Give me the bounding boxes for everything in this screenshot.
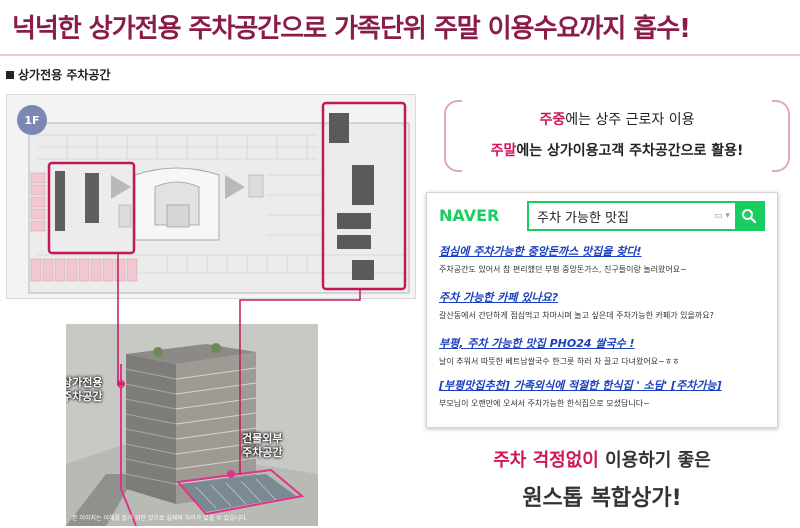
search-icon — [742, 209, 757, 224]
callout-outdoor-line2: 주차공간 — [242, 446, 283, 459]
floor-plan-drawing — [7, 95, 415, 298]
search-result-title[interactable]: 부평, 주차 가능한 맛집 PHO24 쌀국수 ! — [439, 337, 635, 350]
building-render-drawing — [66, 324, 318, 526]
callout-retail-line1: 상가전용 — [66, 376, 103, 389]
search-input[interactable] — [529, 203, 709, 229]
render-caption: 본 이미지는 이해를 돕기 위한 것으로 실제와 차이가 있을 수 있습니다. — [72, 515, 248, 522]
search-result-snippet: 갈산동에서 간단하게 점심먹고 차마시며 놀고 싶은데 주차가능한 카페가 있을… — [439, 311, 714, 320]
naver-search-panel: NAVER ▭ ▾ 점심에 주차가능한 중앙돈까스 맛집을 찾다! 주차공간도 … — [426, 192, 778, 428]
callout-retail-line2: 주차공간 — [66, 390, 103, 403]
header-divider — [0, 54, 800, 56]
naver-logo[interactable]: NAVER — [439, 206, 500, 225]
usage-highlight-box: 주중에는 상주 근로자 이용 주말에는 상가이용고객 주차공간으로 활용! — [444, 100, 790, 172]
building-render: 상가전용 주차공간 건물외부 주차공간 본 이미지는 이해를 돕기 위한 것으로… — [66, 324, 318, 526]
search-result-snippet: 주차공간도 있어서 참 편리했던 부평 중앙돈가스, 친구들이랑 놀러왔어요~ — [439, 265, 687, 274]
bracket-left — [444, 100, 462, 172]
search-result: [부평맛집추천] 가족외식에 적절한 한식집 ' 소담' [주차가능] 부모님이… — [439, 377, 775, 409]
weekday-text: 에는 상주 근로자 이용 — [565, 112, 695, 128]
callout-outdoor-line1: 건물외부 — [242, 432, 283, 445]
bracket-right — [772, 100, 790, 172]
floor-badge: 1F — [17, 105, 47, 135]
page-headline: 넉넉한 상가전용 주차공간으로 가족단위 주말 이용수요까지 흡수! — [12, 13, 691, 44]
weekend-usage: 주말에는 상가이용고객 주차공간으로 활용! — [464, 140, 770, 160]
floor-plan: 1F — [6, 94, 416, 299]
search-result-title[interactable]: 주차 가능한 카페 있나요? — [439, 291, 559, 304]
callout-outdoor-parking: 건물외부 주차공간 — [242, 432, 282, 460]
square-bullet-icon — [6, 71, 14, 79]
search-result: 점심에 주차가능한 중앙돈까스 맛집을 찾다! 주차공간도 있어서 참 편리했던… — [439, 243, 775, 275]
keyboard-icon[interactable]: ▭ ▾ — [714, 211, 730, 221]
search-result: 부평, 주차 가능한 맛집 PHO24 쌀국수 ! 날이 추워서 따뜻한 베트남… — [439, 335, 775, 367]
search-button[interactable] — [735, 203, 763, 229]
closing-highlight: 주차 걱정없이 — [493, 450, 599, 471]
search-result-snippet: 부모님이 오랜만에 오셔서 주차가능한 한식집으로 모셨답니다~ — [439, 399, 650, 408]
closing-text: 이용하기 좋은 — [598, 450, 711, 471]
search-result-title[interactable]: 점심에 주차가능한 중앙돈까스 맛집을 찾다! — [439, 245, 642, 258]
closing-line-1: 주차 걱정없이 이용하기 좋은 — [426, 446, 778, 472]
search-box: ▭ ▾ — [527, 201, 765, 231]
weekend-highlight: 주말 — [490, 143, 517, 159]
section-label: 상가전용 주차공간 — [6, 66, 111, 83]
weekend-text: 에는 상가이용고객 주차공간으로 활용! — [516, 143, 744, 159]
search-result-snippet: 날이 추워서 따뜻한 베트남쌀국수 한그릇 하러 차 끌고 다녀왔어요~ㅎㅎ — [439, 357, 680, 366]
weekday-usage: 주중에는 상주 근로자 이용 — [464, 109, 770, 129]
callout-retail-parking: 상가전용 주차공간 — [66, 376, 102, 404]
closing-line-2: 원스톱 복합상가! — [522, 486, 682, 511]
search-result: 주차 가능한 카페 있나요? 갈산동에서 간단하게 점심먹고 차마시며 놀고 싶… — [439, 289, 775, 321]
section-label-text: 상가전용 주차공간 — [18, 68, 111, 82]
search-result-title[interactable]: [부평맛집추천] 가족외식에 적절한 한식집 ' 소담' [주차가능] — [439, 379, 722, 392]
weekday-highlight: 주중 — [539, 112, 566, 128]
